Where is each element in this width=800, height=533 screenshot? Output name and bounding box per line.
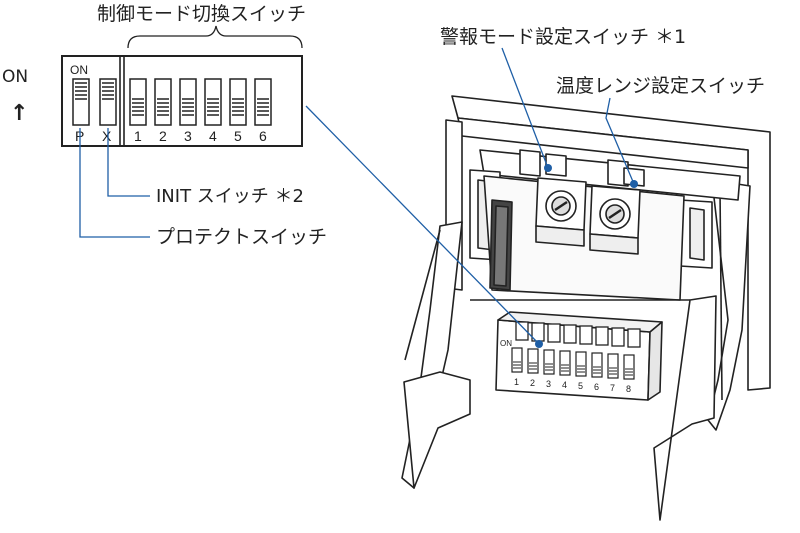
on-indicator-label: ON: [2, 67, 28, 87]
control-switch-knob: [232, 98, 244, 116]
dip-label-5: 5: [234, 128, 242, 144]
alarm-leader-dot: [544, 164, 552, 172]
control-switch-slot-4: [204, 78, 222, 126]
dip-label-3: 3: [184, 128, 192, 144]
init-leader-line: [107, 128, 150, 197]
dip-switch-closeup: ON P X 1 2 3 4 5 6: [61, 55, 303, 147]
device-dip-cap: [563, 324, 577, 344]
device-dip-number: 3: [546, 379, 551, 389]
control-mode-switch-label: 制御モード切換スイッチ: [97, 3, 306, 25]
device-dip-cap: [547, 323, 561, 343]
device-dip-number: 1: [514, 377, 519, 387]
device-dip-slider: [607, 353, 619, 379]
device-dip-slider: [559, 350, 571, 376]
device-dip-number: 6: [594, 382, 599, 392]
device-dip-cap: [515, 321, 529, 341]
init-switch-knob: [102, 82, 114, 100]
protect-switch-knob: [75, 82, 87, 100]
device-illustration: [401, 95, 771, 521]
device-dip-slider: [591, 352, 603, 378]
control-switch-slot-5: [229, 78, 247, 126]
dip-on-label: ON: [70, 63, 88, 77]
temp-range-leader-dot: [630, 180, 638, 188]
protect-switch-slot: [72, 78, 90, 126]
control-switch-knob: [207, 98, 219, 116]
dip-label-1: 1: [134, 128, 142, 144]
device-dip-cap: [579, 325, 593, 345]
device-dip-slider: [543, 349, 555, 375]
up-arrow-icon: ↑: [10, 101, 28, 126]
control-switch-bracket: [127, 25, 303, 49]
device-dip-number: 5: [578, 381, 583, 391]
leader-lines: [79, 47, 635, 345]
device-dip-switch: ON 1 2 3 4 5 6 7 8: [500, 321, 641, 394]
dip-leader-dot: [535, 340, 543, 348]
device-dip-cap: [627, 328, 641, 348]
device-dip-number: 4: [562, 380, 567, 390]
protect-switch-label: プロテクトスイッチ: [156, 226, 327, 248]
control-switch-slot-1: [129, 78, 147, 126]
device-dip-number: 7: [610, 383, 615, 393]
init-switch-slot: [99, 78, 117, 126]
dip-label-x: X: [102, 128, 112, 144]
device-dip-on-label: ON: [500, 339, 512, 348]
device-dip-slider: [623, 354, 635, 380]
control-switch-slot-2: [154, 78, 172, 126]
control-switch-knob: [182, 98, 194, 116]
dip-leader-line: [305, 105, 540, 345]
control-switch-slot-6: [254, 78, 272, 126]
device-dip-cap: [611, 327, 625, 347]
device-dip-slider: [575, 351, 587, 377]
device-dip-slider: [511, 347, 523, 373]
temp-range-leader-line: [605, 97, 635, 185]
dip-label-6: 6: [259, 128, 267, 144]
temp-range-switch-label: 温度レンジ設定スイッチ: [556, 75, 765, 97]
dip-label-4: 4: [209, 128, 217, 144]
control-switch-slot-3: [179, 78, 197, 126]
dip-label-2: 2: [159, 128, 167, 144]
init-switch-label: INIT スイッチ ＊2: [156, 186, 304, 207]
control-switch-knob: [157, 98, 169, 116]
device-dip-number: 2: [530, 378, 535, 388]
device-dip-cap: [595, 326, 609, 346]
device-dip-number: 8: [626, 384, 631, 394]
device-dip-slider: [527, 348, 539, 374]
control-switch-knob: [257, 98, 269, 116]
alarm-leader-line: [501, 47, 549, 169]
alarm-mode-switch-label: 警報モード設定スイッチ ＊1: [440, 26, 686, 48]
protect-leader-line: [79, 128, 150, 238]
control-switch-knob: [132, 98, 144, 116]
